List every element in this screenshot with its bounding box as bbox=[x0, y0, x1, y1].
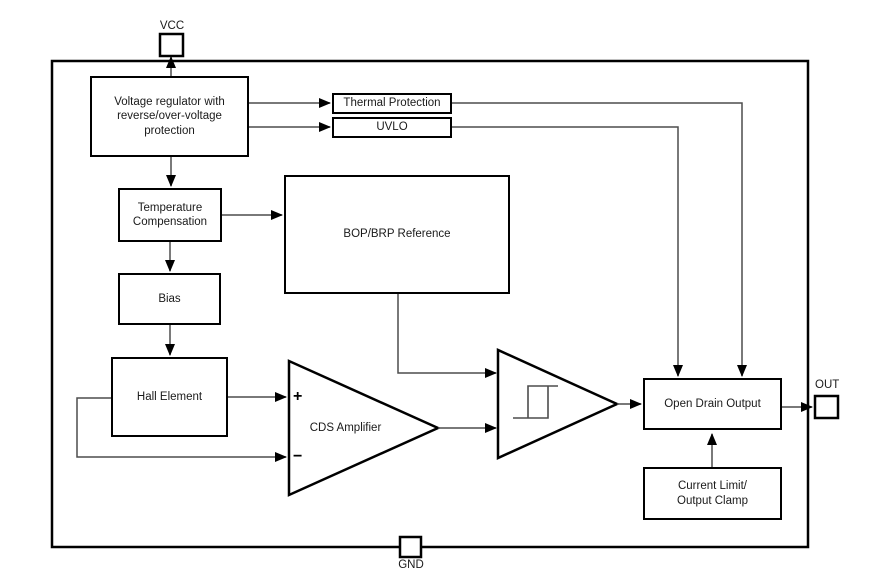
block-bias-label: Bias bbox=[158, 292, 181, 305]
block-temperature-compensation-line1: Temperature bbox=[137, 201, 203, 214]
plus-input-sign: + bbox=[293, 388, 303, 405]
block-voltage-regulator-line1: Voltage regulator with bbox=[114, 95, 225, 108]
chip-outline bbox=[50, 59, 810, 549]
block-current-limit-line1: Current Limit/ bbox=[677, 480, 748, 493]
block-hall-element-label: Hall Element bbox=[136, 390, 203, 403]
block-hall-element: Hall Element bbox=[111, 357, 228, 437]
block-bop-brp-reference: BOP/BRP Reference bbox=[284, 175, 510, 294]
block-bias: Bias bbox=[118, 273, 221, 325]
block-thermal-protection: Thermal Protection bbox=[332, 93, 452, 114]
out-pin-label: OUT bbox=[815, 379, 840, 391]
block-voltage-regulator-line3: protection bbox=[144, 124, 195, 137]
schmitt-trigger-triangle bbox=[496, 348, 621, 460]
cds-amplifier-label: CDS Amplifier bbox=[309, 422, 382, 434]
block-open-drain-output: Open Drain Output bbox=[643, 378, 782, 430]
wire-uvlo-to-opendrain bbox=[452, 126, 683, 377]
block-voltage-regulator: Voltage regulator with reverse/over-volt… bbox=[90, 76, 249, 157]
wire-bop-to-schmitt bbox=[397, 294, 497, 378]
out-pad bbox=[813, 394, 840, 420]
block-current-limit-line2: Output Clamp bbox=[677, 494, 748, 507]
vcc-pin-label: VCC bbox=[159, 20, 185, 32]
block-thermal-protection-label: Thermal Protection bbox=[343, 96, 441, 109]
block-open-drain-output-label: Open Drain Output bbox=[664, 397, 761, 410]
block-bop-brp-reference-label: BOP/BRP Reference bbox=[343, 228, 451, 241]
block-temperature-compensation-line2: Compensation bbox=[132, 216, 208, 228]
wire-thermal-to-opendrain bbox=[452, 102, 747, 377]
block-current-limit: Current Limit/ Output Clamp bbox=[643, 467, 782, 520]
minus-input-sign: − bbox=[293, 448, 303, 465]
hysteresis-icon bbox=[513, 385, 558, 419]
gnd-pin-label: GND bbox=[398, 559, 424, 571]
block-temperature-compensation: Temperature Compensation bbox=[118, 188, 222, 242]
cds-amplifier-triangle bbox=[287, 359, 442, 497]
vcc-pad bbox=[158, 32, 185, 58]
block-uvlo-label: UVLO bbox=[376, 120, 408, 133]
block-voltage-regulator-line2: reverse/over-voltage bbox=[117, 110, 222, 123]
block-uvlo: UVLO bbox=[332, 117, 452, 138]
wire-hall-to-minus-input bbox=[76, 397, 287, 462]
gnd-pad bbox=[398, 535, 423, 559]
